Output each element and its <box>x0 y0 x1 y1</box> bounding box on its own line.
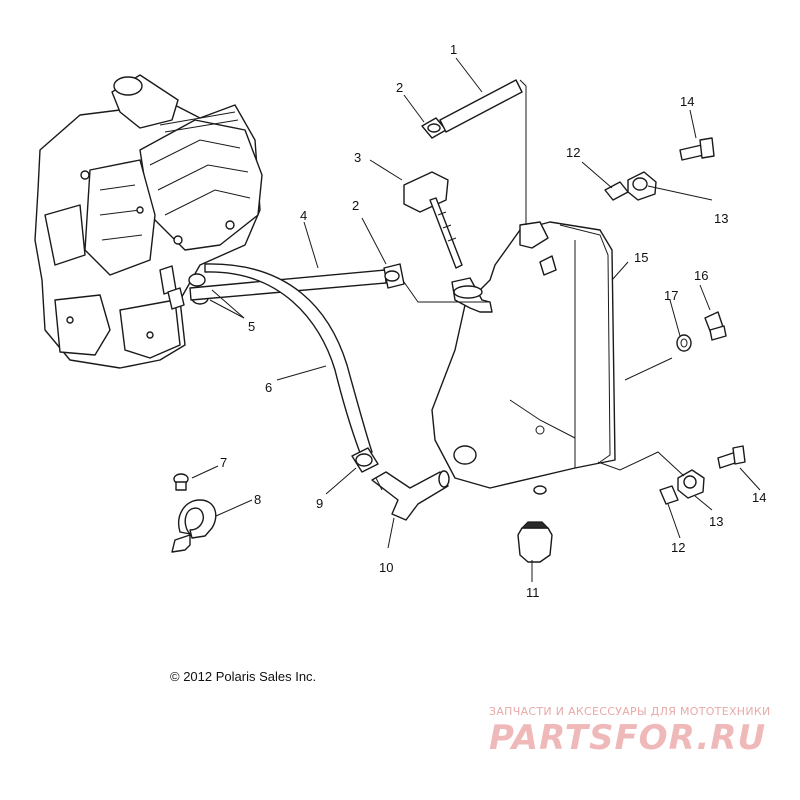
p-clamp <box>171 499 217 553</box>
callout-11: 11 <box>526 585 540 600</box>
bolt-14-lower <box>717 445 746 469</box>
watermark-logo: PARTSFOR.RU <box>489 718 767 758</box>
callout-4: 4 <box>300 208 307 223</box>
grommet-13-upper <box>627 171 657 201</box>
callout-10: 10 <box>379 560 393 575</box>
engine-assembly <box>34 74 263 369</box>
bolt-14-upper <box>679 137 715 161</box>
callout-12-lower: 12 <box>671 540 685 555</box>
hose-clamp-9 <box>351 447 379 473</box>
washer-17 <box>676 334 692 352</box>
callout-13-upper: 13 <box>714 211 728 226</box>
callout-15: 15 <box>634 250 648 265</box>
callout-8: 8 <box>254 492 261 507</box>
leader-lines <box>191 57 761 582</box>
callout-14-upper: 14 <box>680 94 694 109</box>
screw-7 <box>173 473 189 491</box>
hose-clamp-2-lower <box>383 263 405 289</box>
fitting-16 <box>704 311 727 341</box>
callout-6: 6 <box>265 380 272 395</box>
callout-3: 3 <box>354 150 361 165</box>
callout-13-lower: 13 <box>709 514 723 529</box>
hose-clamp-2-upper <box>421 117 447 139</box>
callout-14-lower: 14 <box>752 490 766 505</box>
drain-hose <box>204 263 373 459</box>
callout-7: 7 <box>220 455 227 470</box>
dipstick-cap <box>403 171 463 269</box>
callout-12-upper: 12 <box>566 145 580 160</box>
grommet-13-lower <box>677 469 705 499</box>
callout-17: 17 <box>664 288 678 303</box>
callout-16: 16 <box>694 268 708 283</box>
callout-5: 5 <box>248 319 255 334</box>
copyright-notice: © 2012 Polaris Sales Inc. <box>170 669 317 684</box>
oil-tank <box>431 221 616 495</box>
callout-1: 1 <box>450 42 457 57</box>
drain-plug <box>517 521 553 563</box>
callout-labels: 1 2 3 2 4 5 6 7 8 9 10 11 12 13 14 15 16… <box>220 42 766 600</box>
callout-2-lower: 2 <box>352 198 359 213</box>
callout-2-upper: 2 <box>396 80 403 95</box>
elbow-fitting <box>371 470 450 521</box>
bushing-12-lower <box>659 485 679 505</box>
breather-tube <box>439 79 523 133</box>
callout-9: 9 <box>316 496 323 511</box>
watermark-subtitle: ЗАПЧАСТИ И АКСЕССУАРЫ ДЛЯ МОТОТЕХНИКИ <box>489 705 771 718</box>
